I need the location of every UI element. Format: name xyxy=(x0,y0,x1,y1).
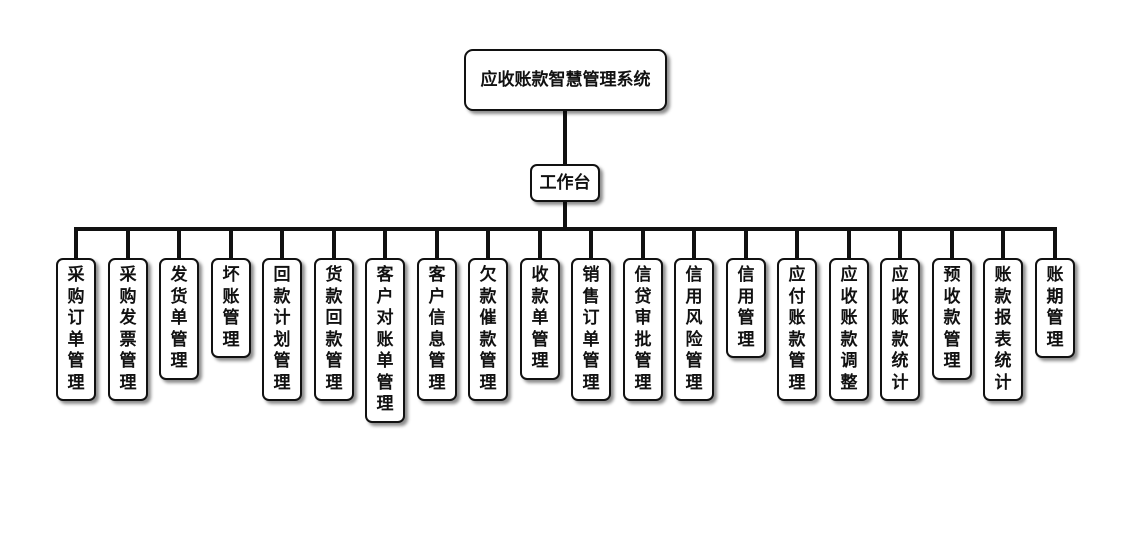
module-connector xyxy=(538,231,542,258)
module-connector xyxy=(1001,231,1005,258)
module-label: 账款报表统计 xyxy=(994,265,1012,393)
module-node: 采购订单管理 xyxy=(56,258,96,401)
module-node: 货款回款管理 xyxy=(314,258,354,401)
hub-node: 工作台 xyxy=(530,164,600,202)
module-connector xyxy=(435,231,439,258)
module-label: 采购订单管理 xyxy=(67,265,85,393)
module-label: 货款回款管理 xyxy=(325,265,343,393)
module-connector xyxy=(332,231,336,258)
module-node: 坏账管理 xyxy=(211,258,251,358)
module-label: 欠款催款管理 xyxy=(479,265,497,393)
module-node: 发货单管理 xyxy=(159,258,199,380)
module-node: 预收款管理 xyxy=(932,258,972,380)
horizontal-bus xyxy=(74,227,1057,231)
module-connector xyxy=(1053,231,1057,258)
module-node: 收款单管理 xyxy=(520,258,560,380)
module-connector xyxy=(229,231,233,258)
module-node: 信用风险管理 xyxy=(674,258,714,401)
module-connector xyxy=(177,231,181,258)
module-label: 销售订单管理 xyxy=(582,265,600,393)
module-node: 应收账款统计 xyxy=(880,258,920,401)
module-node: 账期管理 xyxy=(1035,258,1075,358)
module-node: 客户信息管理 xyxy=(417,258,457,401)
module-connector xyxy=(641,231,645,258)
module-label: 客户信息管理 xyxy=(428,265,446,393)
module-node: 销售订单管理 xyxy=(571,258,611,401)
module-connector xyxy=(692,231,696,258)
root-node: 应收账款智慧管理系统 xyxy=(464,49,667,111)
root-label: 应收账款智慧管理系统 xyxy=(480,70,651,90)
module-connector xyxy=(744,231,748,258)
module-node: 信贷审批管理 xyxy=(623,258,663,401)
module-connector xyxy=(795,231,799,258)
module-label: 应收账款统计 xyxy=(891,265,909,393)
module-connector xyxy=(847,231,851,258)
module-label: 客户对账单管理 xyxy=(376,265,394,414)
module-label: 坏账管理 xyxy=(222,265,240,350)
module-label: 采购发票管理 xyxy=(119,265,137,393)
module-connector xyxy=(950,231,954,258)
module-label: 应付账款管理 xyxy=(788,265,806,393)
module-connector xyxy=(383,231,387,258)
module-node: 信用管理 xyxy=(726,258,766,358)
module-connector xyxy=(280,231,284,258)
module-node: 应收账款调整 xyxy=(829,258,869,401)
module-node: 欠款催款管理 xyxy=(468,258,508,401)
module-node: 应付账款管理 xyxy=(777,258,817,401)
module-label: 预收款管理 xyxy=(943,265,961,371)
hub-label: 工作台 xyxy=(539,173,591,193)
module-label: 信用管理 xyxy=(737,265,755,350)
module-node: 回款计划管理 xyxy=(262,258,302,401)
module-connector xyxy=(126,231,130,258)
module-label: 账期管理 xyxy=(1046,265,1064,350)
module-label: 信贷审批管理 xyxy=(634,265,652,393)
module-node: 采购发票管理 xyxy=(108,258,148,401)
module-connector xyxy=(589,231,593,258)
module-connector xyxy=(898,231,902,258)
module-label: 信用风险管理 xyxy=(685,265,703,393)
hub-connector xyxy=(563,202,567,229)
module-node: 账款报表统计 xyxy=(983,258,1023,401)
module-label: 发货单管理 xyxy=(170,265,188,371)
module-connector xyxy=(74,231,78,258)
module-node: 客户对账单管理 xyxy=(365,258,405,423)
module-label: 收款单管理 xyxy=(531,265,549,371)
module-label: 回款计划管理 xyxy=(273,265,291,393)
module-connector xyxy=(486,231,490,258)
root-connector xyxy=(563,111,567,164)
module-label: 应收账款调整 xyxy=(840,265,858,393)
